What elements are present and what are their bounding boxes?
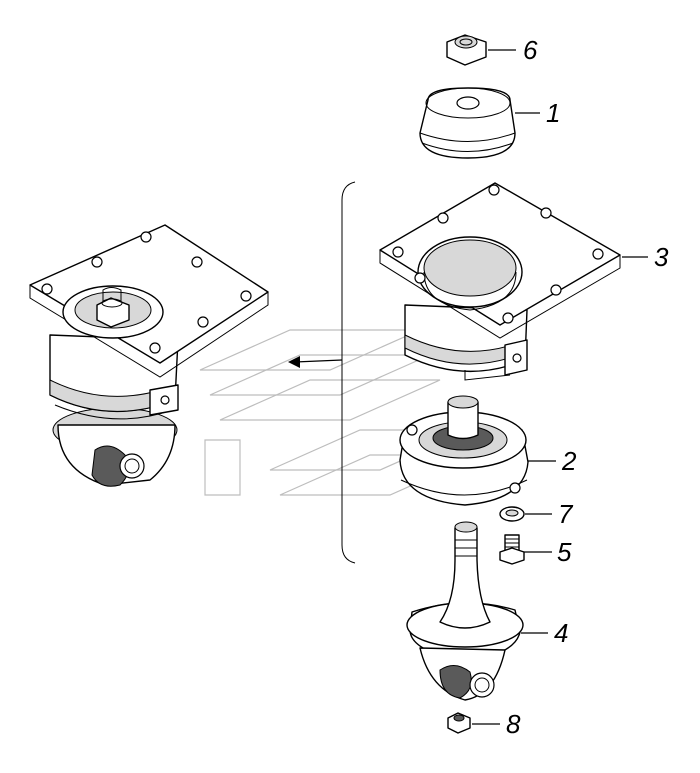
arrow-head-icon (288, 356, 300, 368)
callout-label-6: 6 (523, 35, 538, 65)
callout-6: 6 (488, 35, 538, 65)
callout-label-1: 1 (546, 98, 560, 128)
part-7-washer (499, 506, 525, 522)
part-3-plate (379, 182, 621, 381)
callout-label-5: 5 (557, 537, 572, 567)
assembly-bracket (288, 181, 356, 564)
callout-label-4: 4 (554, 618, 568, 648)
callout-3: 3 (622, 242, 669, 272)
callout-label-2: 2 (561, 446, 577, 476)
part-1-cap (419, 87, 516, 159)
part-5-bolt (499, 534, 525, 565)
callout-4: 4 (521, 618, 568, 648)
callout-5: 5 (524, 537, 572, 567)
callout-8: 8 (472, 709, 521, 739)
callout-label-7: 7 (558, 499, 574, 529)
part-6-nut (446, 34, 487, 66)
callout-2: 2 (528, 446, 577, 476)
callout-label-8: 8 (506, 709, 521, 739)
callout-7: 7 (525, 499, 574, 529)
part-4-stud-cup (406, 521, 524, 701)
part-2-flange (399, 395, 529, 506)
part-8-small-nut (447, 712, 471, 734)
callout-label-3: 3 (654, 242, 669, 272)
callout-1: 1 (515, 98, 560, 128)
assembled-mount-view (29, 224, 269, 487)
